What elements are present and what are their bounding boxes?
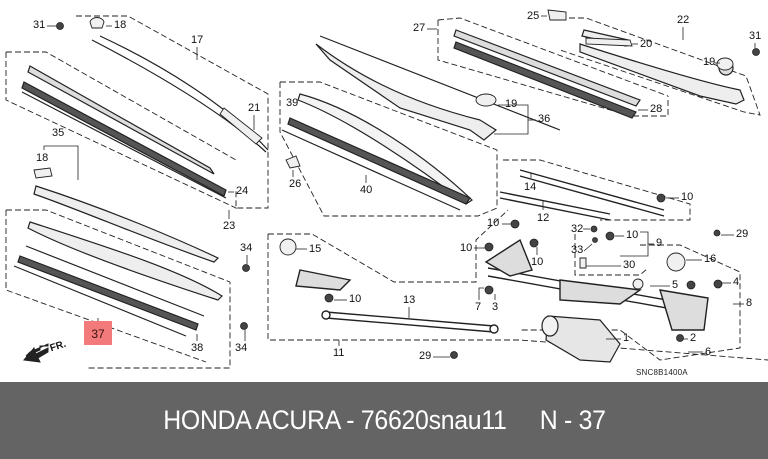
highlighted-part-37[interactable]: 37 (84, 321, 112, 345)
callout-11: 11 (333, 347, 345, 359)
callout-38: 38 (191, 342, 204, 354)
callout-7: 7 (475, 301, 482, 313)
callout-17: 17 (191, 34, 204, 46)
part-caption: HONDA ACURA - 76620snau11 N - 37 (162, 405, 606, 435)
callout-24: 24 (236, 185, 249, 197)
callout-23: 23 (223, 220, 236, 232)
callout-19: 19 (703, 56, 716, 68)
callout-30: 30 (623, 259, 636, 271)
callout-29: 29 (419, 350, 432, 362)
callout-2: 2 (690, 332, 697, 344)
callout-5: 5 (672, 279, 679, 291)
callout-1: 1 (623, 332, 630, 344)
callout-29: 29 (736, 228, 749, 240)
callout-18: 18 (36, 152, 49, 164)
callout-18: 18 (114, 19, 127, 31)
callout-10: 10 (487, 217, 500, 229)
diagram-code: SNC8B1400A (636, 368, 688, 377)
callout-36: 36 (538, 113, 551, 125)
callout-31: 31 (33, 19, 46, 31)
callout-10: 10 (531, 256, 544, 268)
callout-10: 10 (626, 229, 639, 241)
callout-4: 4 (733, 276, 740, 288)
callout-9: 9 (656, 237, 663, 249)
callout-15: 15 (309, 243, 322, 255)
callout-35: 35 (52, 127, 65, 139)
callout-10: 10 (460, 242, 473, 254)
callout-26: 26 (289, 178, 302, 190)
callout-10: 10 (681, 191, 694, 203)
callout-3: 3 (492, 301, 499, 313)
callout-13: 13 (403, 294, 416, 306)
callout-25: 25 (527, 10, 540, 22)
callout-14: 14 (524, 181, 537, 193)
callout-32: 32 (571, 223, 584, 235)
callout-10: 10 (349, 293, 362, 305)
callout-28: 28 (650, 103, 663, 115)
callout-39: 39 (286, 97, 299, 109)
callout-22: 22 (677, 14, 690, 26)
callout-8: 8 (746, 297, 753, 309)
callout-33: 33 (571, 244, 584, 256)
part-caption-bar: HONDA ACURA - 76620snau11 N - 37 (0, 382, 768, 459)
callout-21: 21 (248, 102, 261, 114)
callout-12: 12 (537, 212, 550, 224)
callout-16: 16 (704, 253, 717, 265)
callout-6: 6 (705, 346, 712, 358)
callout-19: 19 (505, 98, 518, 110)
callout-34: 34 (240, 242, 253, 254)
parts-diagram: 31 18 17 21 35 18 24 23 34 34 38 25 27 2… (5, 9, 768, 377)
callout-20: 20 (640, 38, 653, 50)
callout-40: 40 (360, 184, 373, 196)
callout-31: 31 (749, 30, 762, 42)
callout-34: 34 (235, 342, 248, 354)
diagram-drawing (5, 9, 768, 369)
callout-27: 27 (413, 22, 426, 34)
